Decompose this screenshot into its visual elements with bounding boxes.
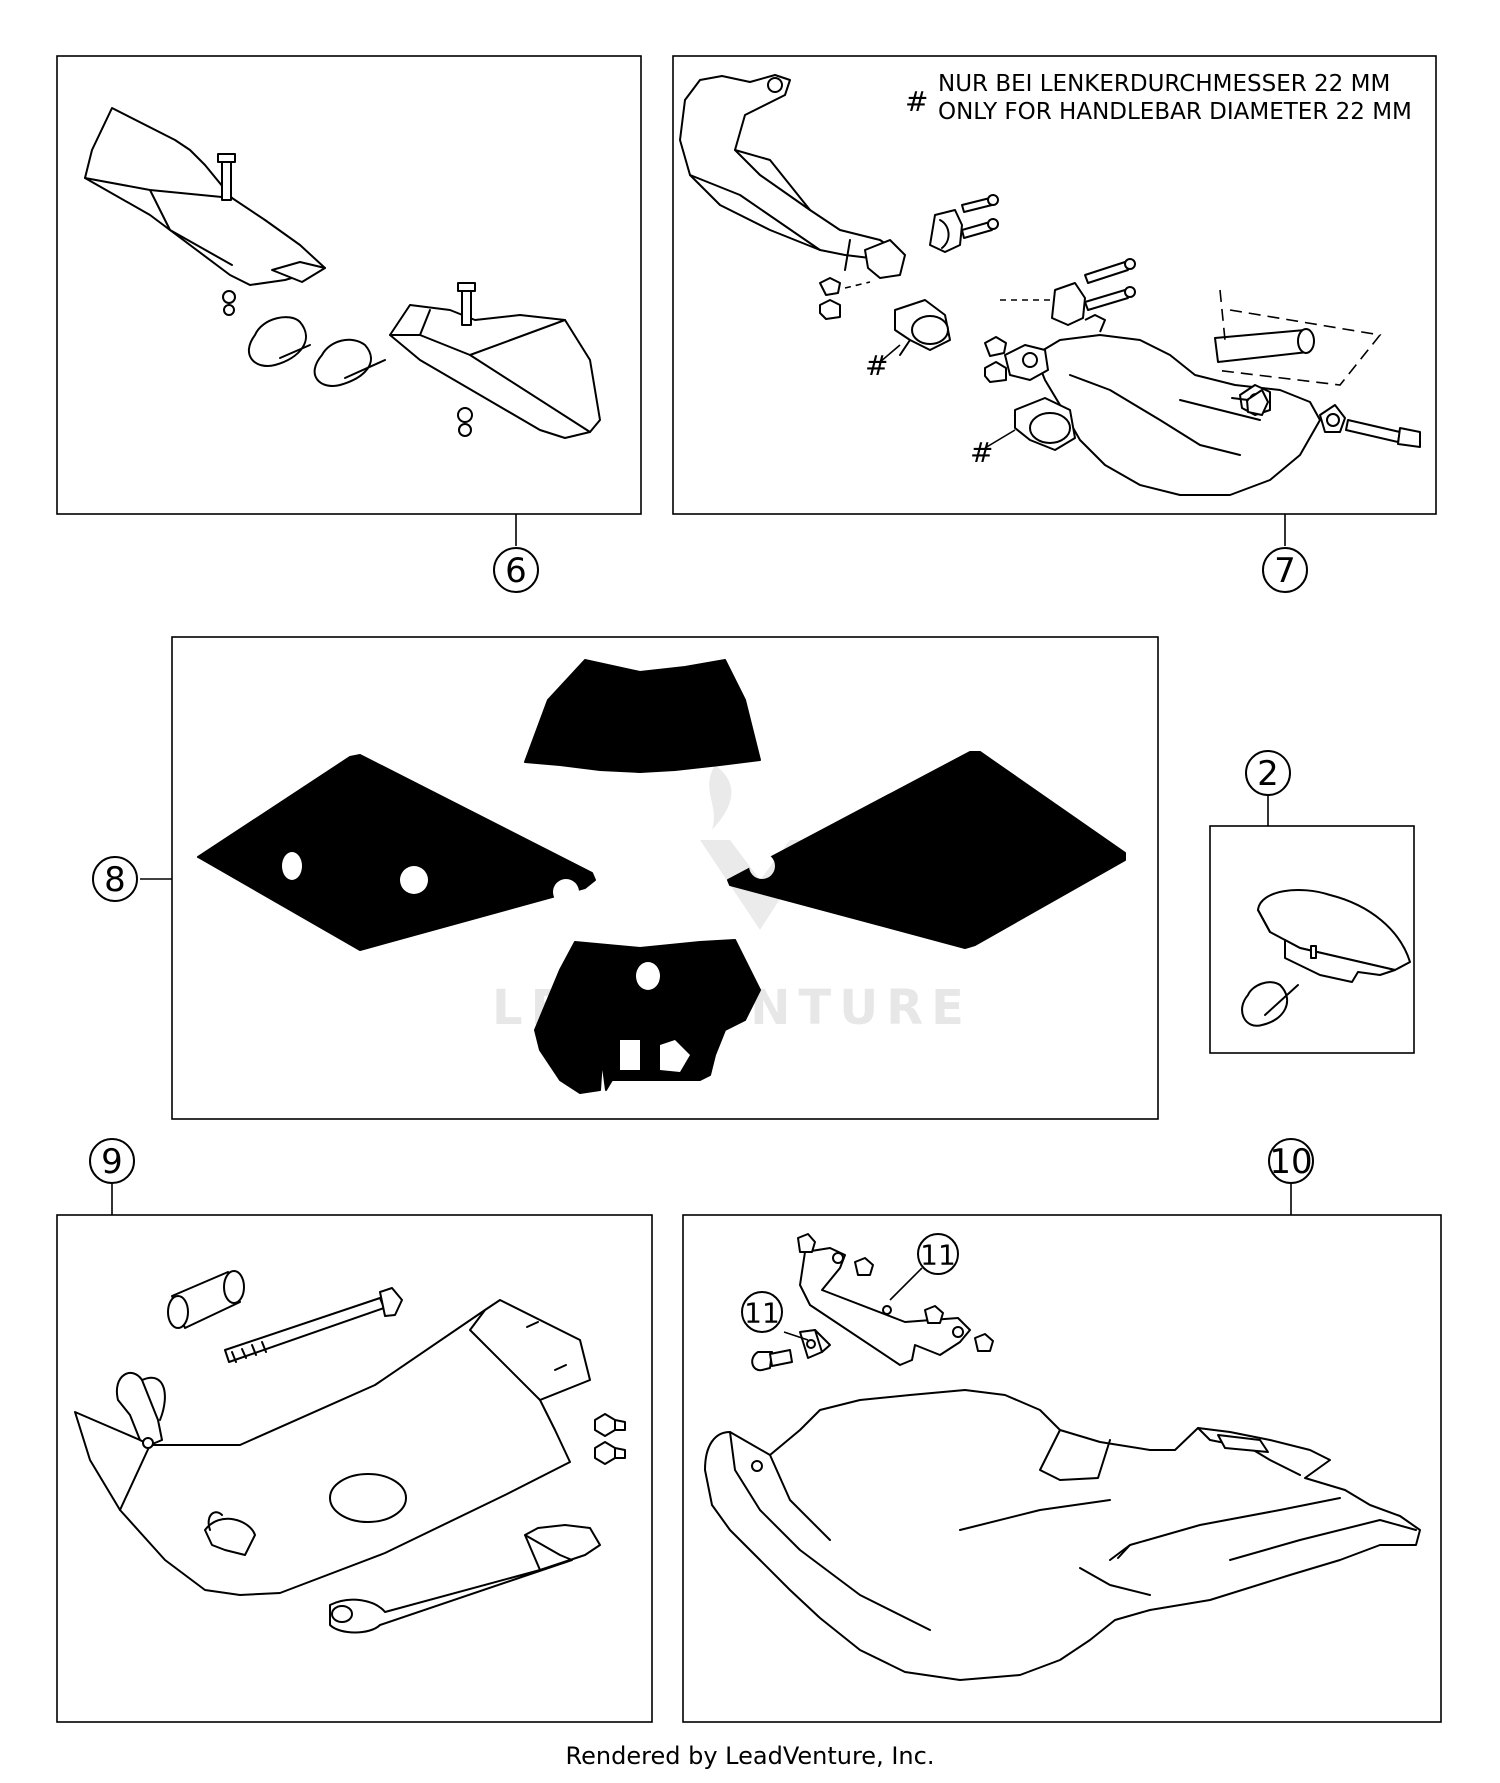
nuts-right xyxy=(984,336,1007,383)
front-plate-background xyxy=(524,659,761,773)
panel-7-frame xyxy=(672,55,1437,515)
callout-6-number: 6 xyxy=(505,551,527,591)
callout-11-lower-number: 11 xyxy=(744,1297,780,1330)
bar-end-plug xyxy=(1231,389,1269,416)
panel-6-hand-guards xyxy=(56,55,642,546)
panel-10-skid-plate xyxy=(682,1184,1442,1723)
panel-7-handguard-kit: # NUR BEI LENKERDURCHMESSER 22 MM ONLY F… xyxy=(672,55,1437,546)
bushing-2 xyxy=(1014,397,1076,451)
cover-cap xyxy=(1257,889,1411,983)
callout-2-number: 2 xyxy=(1257,754,1279,794)
panel-9-frame xyxy=(56,1214,653,1723)
panel-8-frame xyxy=(171,636,1159,1120)
handlebar-end xyxy=(1214,289,1382,386)
mount-bracket xyxy=(799,1247,971,1366)
mount-tube xyxy=(329,1524,601,1634)
bracket-bolts-nuts xyxy=(797,1233,994,1352)
clip-nut xyxy=(799,1329,831,1359)
callout-9-number: 9 xyxy=(101,1142,123,1182)
callout-8-number: 8 xyxy=(104,860,126,900)
skid-plate xyxy=(74,1299,591,1596)
note-line-german: NUR BEI LENKERDURCHMESSER 22 MM xyxy=(938,71,1390,97)
bar-end-bolt xyxy=(1319,404,1421,448)
callout-10: 10 xyxy=(1268,1138,1314,1184)
skid-bracket-lower xyxy=(204,1511,256,1556)
note-line-english: ONLY FOR HANDLEBAR DIAMETER 22 MM xyxy=(938,99,1412,125)
callout-2: 2 xyxy=(1245,750,1291,796)
cable-ties xyxy=(248,316,386,387)
rear-plate-background xyxy=(534,939,761,1094)
skid-bracket-upper xyxy=(115,1371,166,1449)
panel-8-backgrounds: LEADVENTURE xyxy=(140,636,1159,1120)
skid-plate-guard xyxy=(704,1389,1421,1681)
panel-2-frame xyxy=(1209,825,1415,1054)
long-bolt xyxy=(224,1287,403,1363)
clamp-upper-right xyxy=(1000,258,1136,326)
callout-8: 8 xyxy=(92,856,138,902)
panel-9-skid-plate xyxy=(56,1184,653,1723)
hash-mark-bushing-1: # xyxy=(865,349,888,382)
panel-2-cover xyxy=(1209,796,1415,1054)
cable-tie xyxy=(1241,981,1299,1027)
hex-bolts xyxy=(594,1413,626,1465)
callout-7: 7 xyxy=(1262,547,1308,593)
rendered-by-footer: Rendered by LeadVenture, Inc. xyxy=(565,1742,935,1770)
callout-10-number: 10 xyxy=(1269,1142,1312,1182)
hand-guard-right xyxy=(389,282,601,439)
hand-guard-left xyxy=(84,107,326,316)
panel-6-frame xyxy=(56,55,642,515)
panel-10-frame xyxy=(682,1214,1442,1723)
callout-6: 6 xyxy=(493,547,539,593)
callout-11-upper-number: 11 xyxy=(920,1239,956,1272)
clamp-upper-left xyxy=(929,194,999,253)
bushing-1 xyxy=(894,299,951,356)
note-hash-mark: # xyxy=(905,85,928,118)
callout-11-upper: 11 xyxy=(889,1233,959,1301)
callout-7-number: 7 xyxy=(1274,551,1296,591)
nuts-left xyxy=(819,277,871,320)
hash-mark-bushing-2: # xyxy=(970,436,993,469)
side-panel-right xyxy=(727,751,1126,949)
spacer-sleeve xyxy=(167,1270,245,1329)
handguard-left xyxy=(679,74,906,279)
watermark xyxy=(700,765,818,930)
callout-9: 9 xyxy=(89,1138,135,1184)
mounting-screw xyxy=(751,1349,793,1372)
watermark-text: LEADVENTURE xyxy=(492,980,972,1036)
callout-11-lower: 11 xyxy=(741,1291,809,1341)
side-panel-left xyxy=(197,754,596,951)
